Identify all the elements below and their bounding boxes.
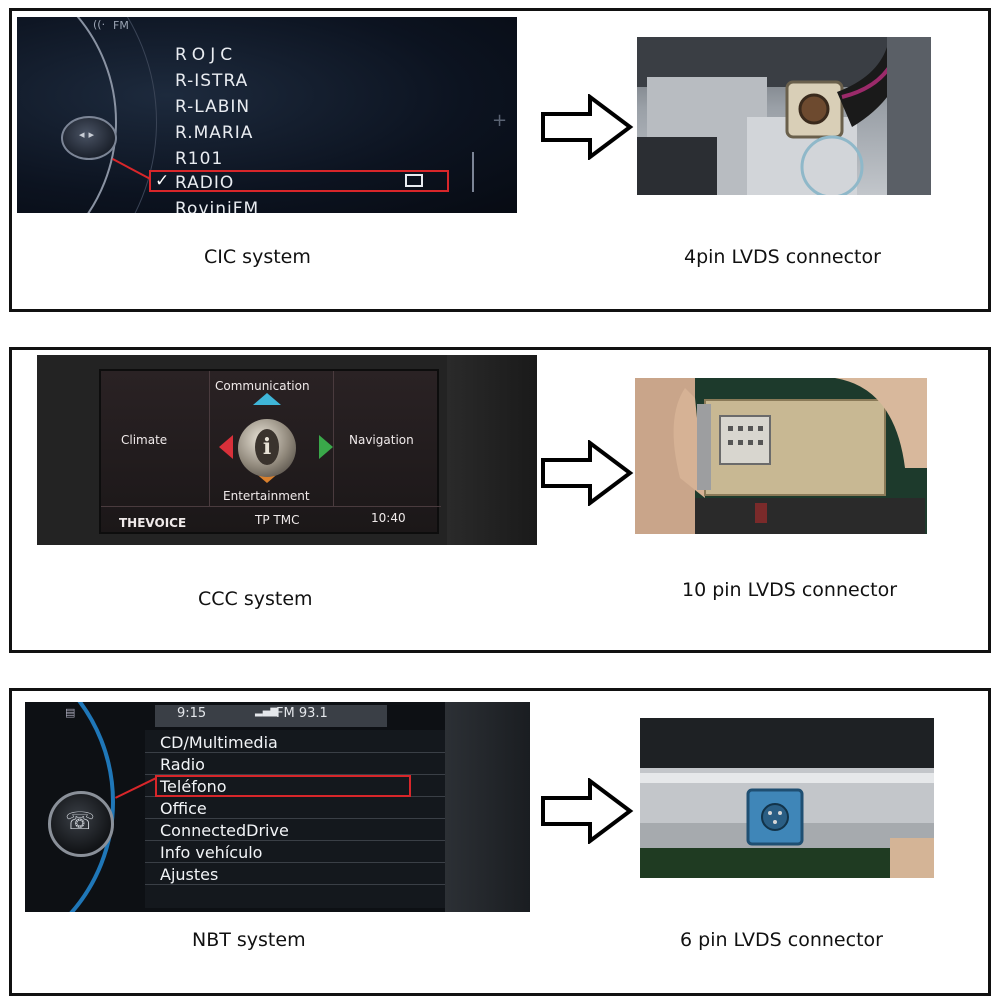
- bezel: [447, 355, 537, 545]
- menu-entertainment: Entertainment: [223, 489, 310, 503]
- selection-highlight: [149, 170, 449, 192]
- menu-communication: Communication: [215, 379, 310, 393]
- connector-illustration: [637, 37, 931, 195]
- info-icon: i: [255, 429, 279, 465]
- connector-photo-6pin: [640, 718, 934, 878]
- status-bar: [155, 705, 387, 727]
- nbt-screen: ▤ 9:15 ▂▄▆ FM 93.1 CD/Multimedia Radio T…: [25, 702, 530, 912]
- row-divider: [145, 840, 445, 841]
- arrow-right-icon: [319, 435, 333, 459]
- signal-icon: ▂▄▆: [255, 706, 279, 717]
- caption-cic-system: CIC system: [204, 246, 311, 268]
- caption-6pin-connector: 6 pin LVDS connector: [680, 929, 883, 951]
- caption-4pin-connector: 4pin LVDS connector: [684, 246, 881, 268]
- screen-arc: [17, 17, 117, 213]
- station-item: R-LABIN: [175, 97, 251, 117]
- grid-line: [333, 371, 334, 506]
- arrow-up-icon: [253, 393, 281, 405]
- knob-icon: [48, 791, 114, 857]
- knob-arrows: ◂▸: [79, 128, 99, 141]
- status-station: FM 93.1: [276, 706, 328, 721]
- menu-item: Ajustes: [160, 865, 219, 884]
- station-item: R-ISTRA: [175, 71, 249, 91]
- caption-10pin-connector: 10 pin LVDS connector: [682, 579, 898, 601]
- menu-item: CD/Multimedia: [160, 733, 278, 752]
- row-divider: [145, 884, 445, 885]
- status-voice: THEVOICE: [119, 516, 187, 530]
- preset-icon: [405, 174, 423, 187]
- nbt-menu: [145, 730, 445, 908]
- ccc-screen: Communication Climate Navigation Enterta…: [37, 355, 537, 545]
- menu-climate: Climate: [121, 433, 168, 447]
- grid-line: [209, 371, 210, 506]
- scrollbar: [472, 152, 474, 192]
- bezel: [445, 702, 530, 912]
- menu-item: Office: [160, 799, 207, 818]
- grid-line: [101, 506, 441, 507]
- station-item: RovinjFM: [175, 199, 260, 213]
- station-item: ROJC: [175, 45, 238, 65]
- connector-photo-4pin: [637, 37, 931, 195]
- connector-illustration: [640, 718, 934, 878]
- antenna-icon: ((·: [93, 18, 106, 31]
- menu-item: ConnectedDrive: [160, 821, 289, 840]
- arrow-right-icon: [541, 94, 634, 160]
- cic-screen: ((· FM ◂▸ ROJC R-ISTRA R-LABIN R.MARIA R…: [17, 17, 517, 213]
- knob-icon: [61, 116, 117, 160]
- menu-item-selected: Teléfono: [160, 777, 227, 796]
- row-divider: [145, 774, 445, 775]
- menu-item: Radio: [160, 755, 205, 774]
- menu-icon: ▤: [65, 706, 76, 719]
- selection-highlight: [155, 775, 411, 797]
- menu-item: Info vehículo: [160, 843, 263, 862]
- row-divider: [145, 862, 445, 863]
- screen-arc: [17, 17, 157, 213]
- check-icon: ✓: [155, 171, 170, 191]
- phone-icon: ☏: [65, 807, 96, 835]
- status-time: 9:15: [177, 706, 207, 721]
- status-time: 10:40: [371, 511, 406, 525]
- caption-ccc-system: CCC system: [198, 588, 313, 610]
- arrow-left-icon: [219, 435, 233, 459]
- connector-illustration: [635, 378, 927, 534]
- station-item: R.MARIA: [175, 123, 254, 143]
- menu-navigation: Navigation: [349, 433, 414, 447]
- band-label: FM: [113, 19, 129, 32]
- arrow-right-icon: [541, 440, 634, 506]
- row-divider: [145, 752, 445, 753]
- connector-photo-10pin: [635, 378, 927, 534]
- plus-icon: +: [492, 110, 508, 131]
- status-tp-tmc: TP TMC: [255, 513, 300, 527]
- caption-nbt-system: NBT system: [192, 929, 306, 951]
- arrow-right-icon: [541, 778, 634, 844]
- ccc-display: Communication Climate Navigation Enterta…: [99, 369, 441, 534]
- station-item: R101: [175, 149, 224, 169]
- row-divider: [145, 818, 445, 819]
- screen-arc: [25, 702, 115, 912]
- station-item-selected: RADIO: [175, 173, 235, 193]
